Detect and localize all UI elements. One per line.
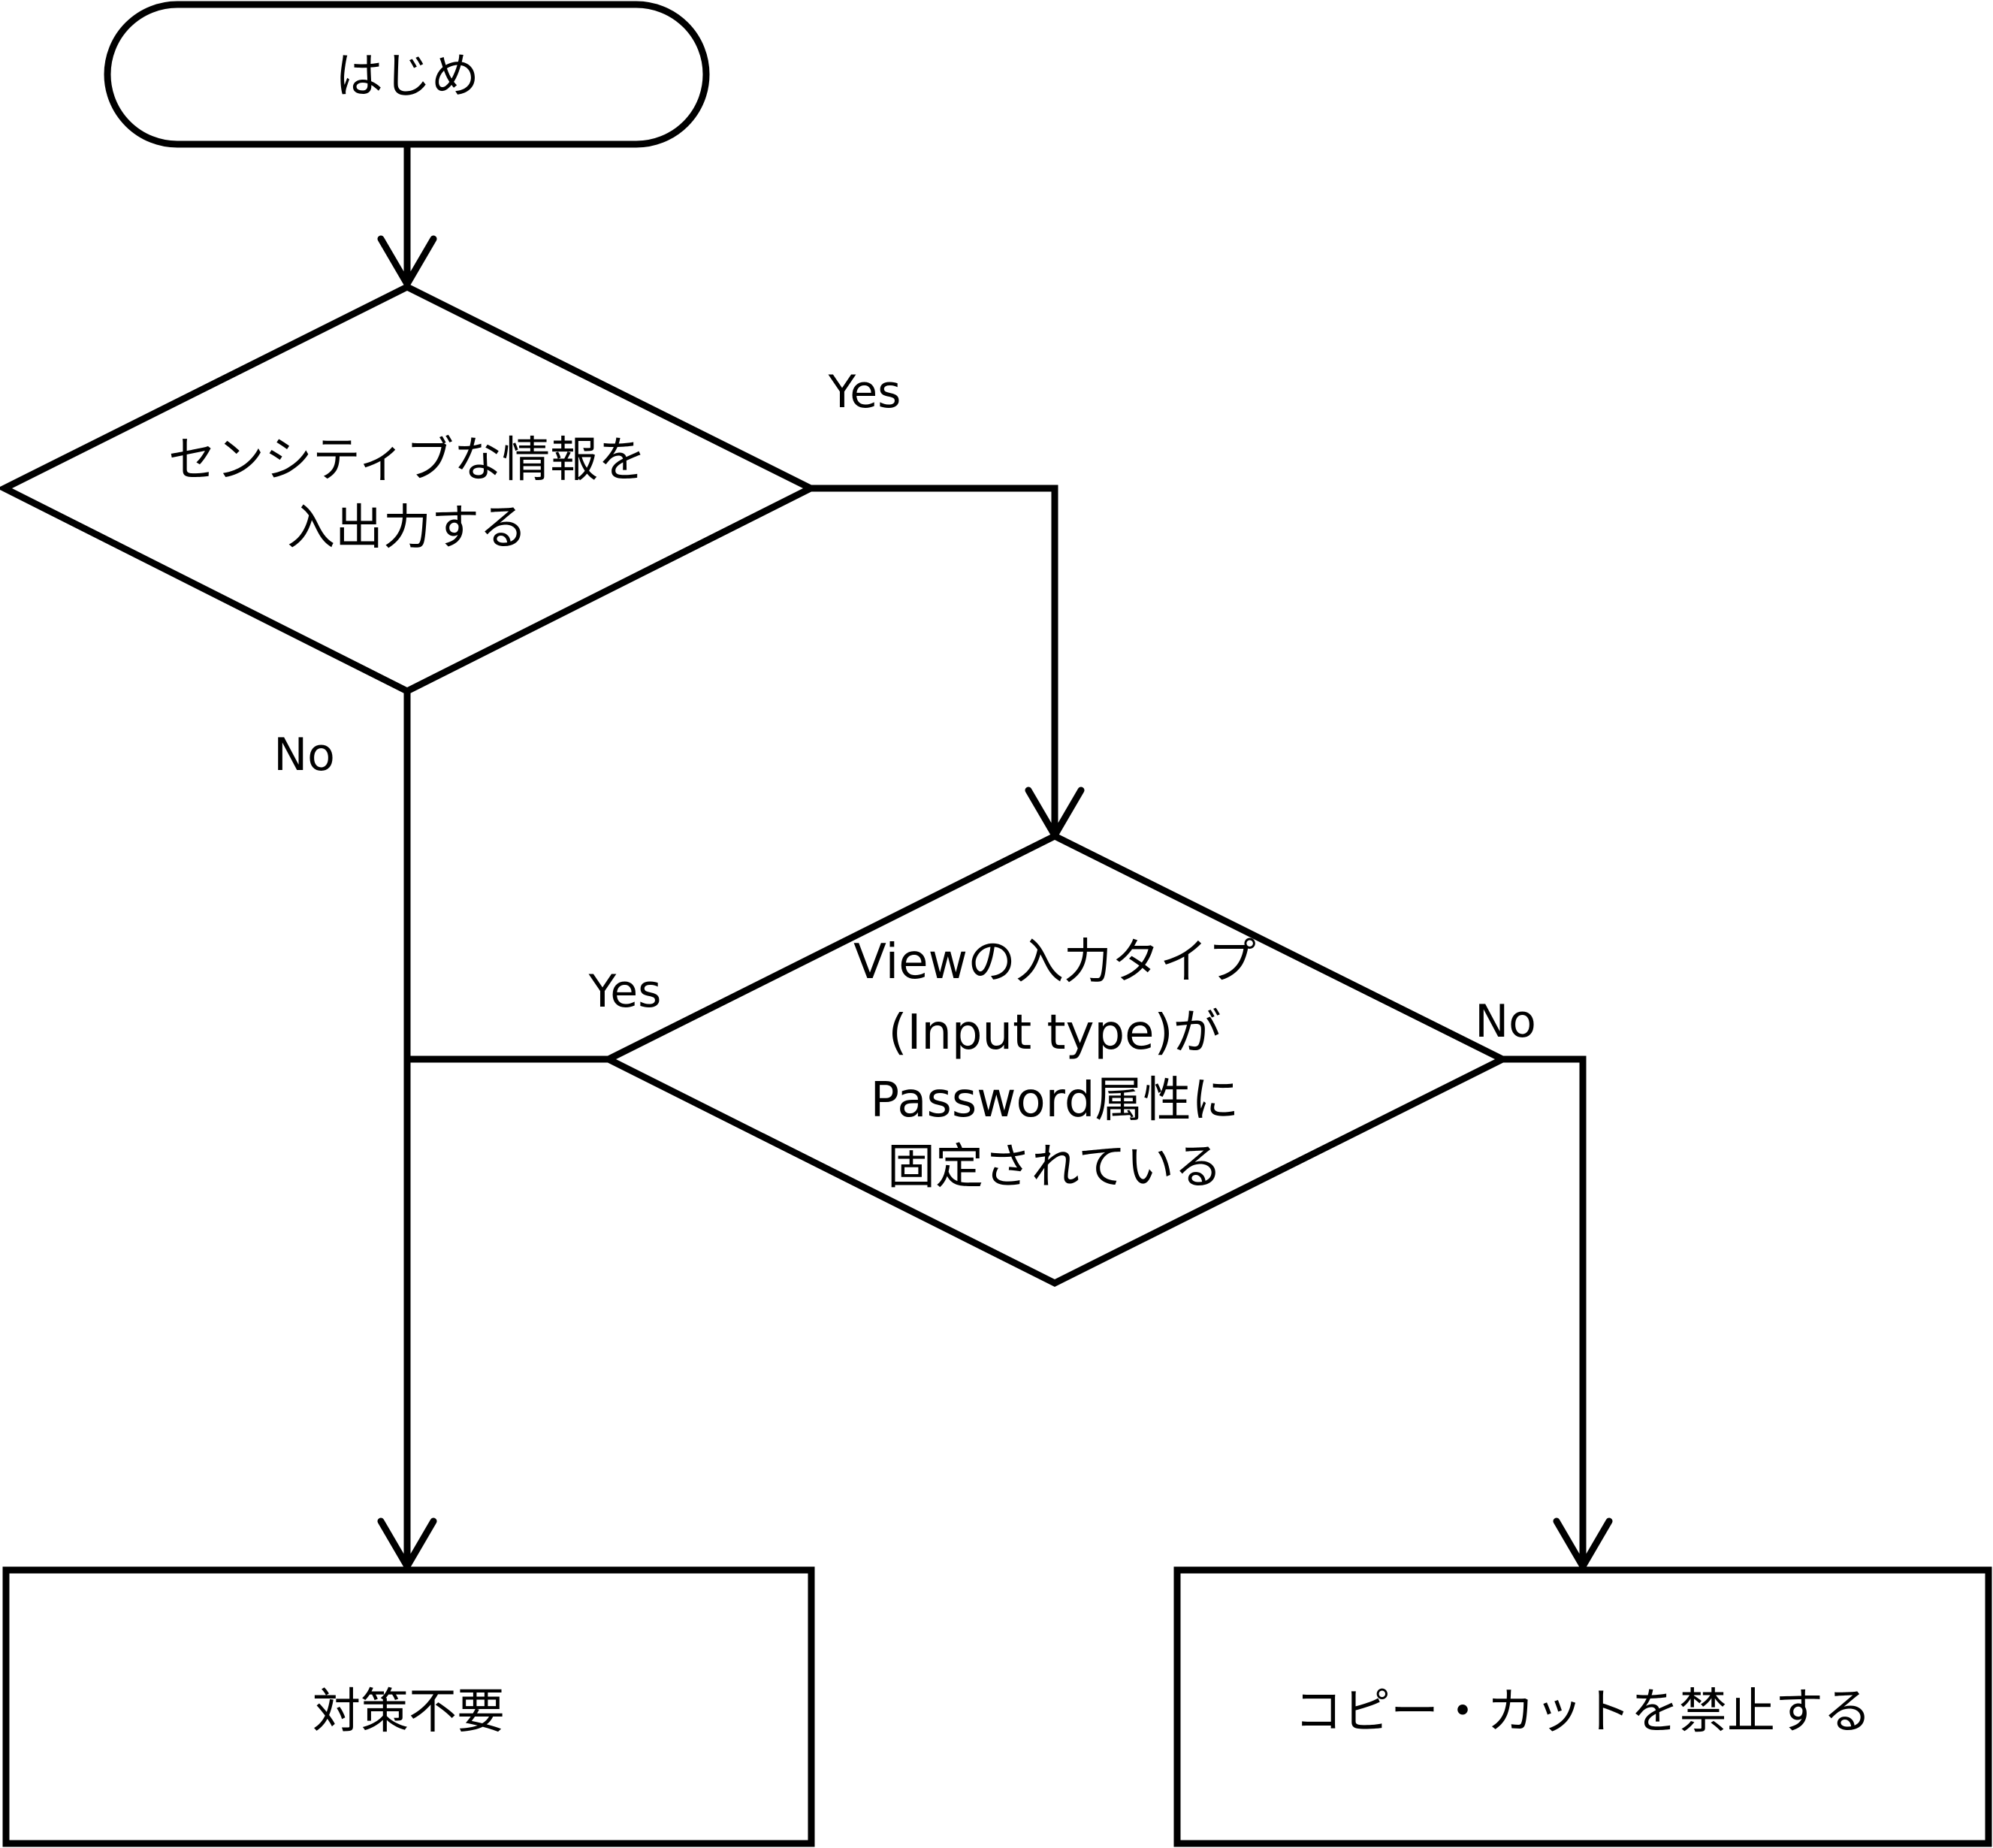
decision-sensitive-line-1: センシティブな情報を xyxy=(168,433,646,488)
arrowhead-down-icon xyxy=(1553,1517,1613,1570)
arrowhead-down-icon xyxy=(377,1517,437,1570)
connector-password-no xyxy=(1499,1055,1613,1570)
decision-password-node: Viewの入力タイプ (Input type)が Password属性に 固定さ… xyxy=(600,832,1511,1288)
end-no-action-node: 対策不要 xyxy=(2,1566,815,1847)
decision-password-line-2: (Input type)が xyxy=(889,1005,1221,1061)
end-block-copy-node: コピー・カットを禁止する xyxy=(1173,1566,1992,1847)
connector-sensitive-no xyxy=(377,687,437,1570)
start-node: はじめ xyxy=(104,1,710,148)
start-label: はじめ xyxy=(335,49,479,104)
connector-sensitive-yes xyxy=(807,485,1085,839)
decision-password-line-4: 固定されている xyxy=(887,1140,1222,1195)
decision-sensitive-node: センシティブな情報を 入出力する xyxy=(0,282,819,696)
end-block-copy-label: コピー・カットを禁止する xyxy=(1294,1684,1871,1740)
end-no-action-label: 対策不要 xyxy=(313,1684,505,1740)
decision-password-line-1: Viewの入力タイプ xyxy=(853,935,1256,990)
edge-label-password-no: No xyxy=(1475,995,1536,1048)
connector-start-to-sensitive xyxy=(377,140,437,288)
edge-label-password-yes: Yes xyxy=(588,965,662,1018)
decision-sensitive-line-2: 入出力する xyxy=(287,500,527,556)
decision-password-line-3: Password属性に xyxy=(871,1073,1240,1128)
edge-label-sensitive-yes: Yes xyxy=(828,366,901,418)
edge-label-sensitive-no: No xyxy=(273,729,335,781)
